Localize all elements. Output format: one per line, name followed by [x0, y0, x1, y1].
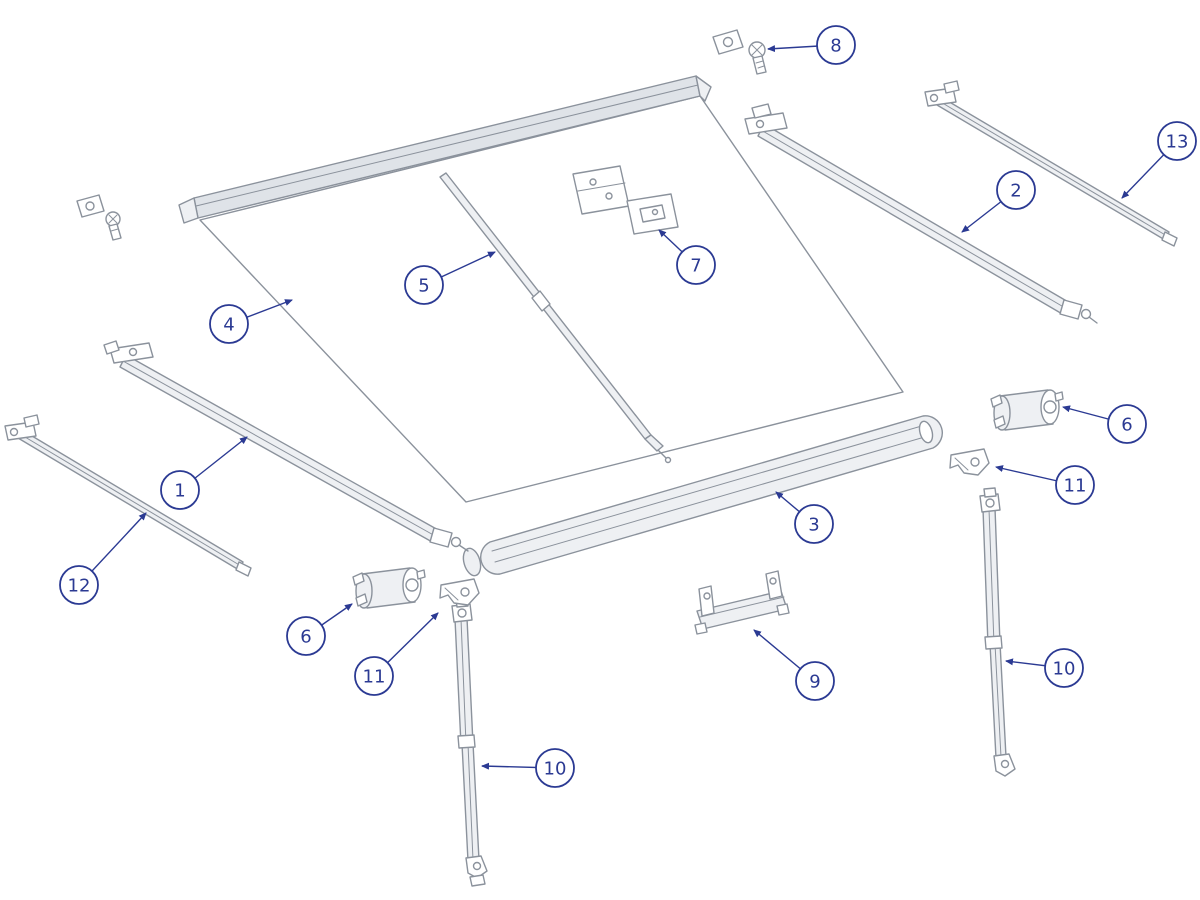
callout-9: 9 [753, 629, 835, 701]
callout-number: 9 [809, 672, 820, 693]
callout-8: 8 [767, 25, 856, 65]
callout-bubble [996, 170, 1036, 210]
callout-number: 5 [418, 276, 429, 297]
callout-bubble [160, 470, 200, 510]
callout-number: 8 [830, 36, 841, 57]
part-bracket-plates [572, 165, 679, 235]
callout-bubble [1055, 465, 1095, 505]
callout-number: 10 [1053, 659, 1076, 680]
part-clamp-left [439, 578, 480, 606]
part-fabric-roller-assembly [178, 75, 904, 503]
part-rail-right [924, 80, 1178, 247]
callout-number: 6 [300, 627, 311, 648]
callout-bubble [676, 245, 716, 285]
callout-bubble [1044, 648, 1084, 688]
callout-bubble [795, 661, 835, 701]
callout-13: 13 [1121, 121, 1197, 199]
part-arm-left [451, 597, 488, 887]
part-lead-rail [462, 415, 943, 577]
callout-6: 6 [1062, 404, 1147, 444]
callout-number: 11 [363, 667, 386, 688]
part-roller-tube-right [744, 103, 1098, 324]
callout-10: 10 [481, 748, 575, 788]
part-end-cap-right [990, 389, 1064, 431]
callout-number: 6 [1121, 415, 1132, 436]
part-end-cap-left [352, 567, 426, 609]
callout-number: 13 [1166, 132, 1189, 153]
callout-11: 11 [995, 465, 1095, 505]
callout-bubble [286, 616, 326, 656]
callout-bubble [535, 748, 575, 788]
part-rail-left [4, 414, 252, 577]
callout-number: 4 [223, 315, 234, 336]
callout-3: 3 [775, 491, 834, 544]
callout-number: 11 [1064, 476, 1087, 497]
callout-5: 5 [404, 251, 496, 305]
part-support-tube [439, 172, 672, 464]
callout-number: 12 [68, 576, 91, 597]
callout-11: 11 [354, 612, 439, 696]
callout-bubble [404, 265, 444, 305]
callout-bubble [59, 565, 99, 605]
callout-bubble [1107, 404, 1147, 444]
callout-6: 6 [286, 603, 353, 656]
part-screw-cap-top-right [712, 29, 767, 75]
part-screw-cap-top-left [76, 194, 122, 241]
part-clamp-right [949, 448, 990, 476]
part-roller-tube-left [103, 340, 469, 552]
callout-10: 10 [1005, 648, 1084, 688]
part-mounting-bracket [694, 570, 790, 635]
callout-7: 7 [658, 229, 716, 285]
callout-2: 2 [961, 170, 1036, 233]
callout-number: 2 [1010, 181, 1021, 202]
callout-bubble [209, 304, 249, 344]
callout-number: 7 [690, 256, 701, 277]
callout-bubble [794, 504, 834, 544]
part-arm-right [979, 487, 1016, 777]
callout-bubble [354, 656, 394, 696]
callout-number: 3 [808, 515, 819, 536]
callout-12: 12 [59, 512, 147, 605]
callout-1: 1 [160, 436, 248, 510]
callout-number: 1 [174, 481, 185, 502]
callout-bubble [1157, 121, 1197, 161]
callout-4: 4 [209, 299, 293, 344]
callout-bubble [816, 25, 856, 65]
callout-number: 10 [544, 759, 567, 780]
